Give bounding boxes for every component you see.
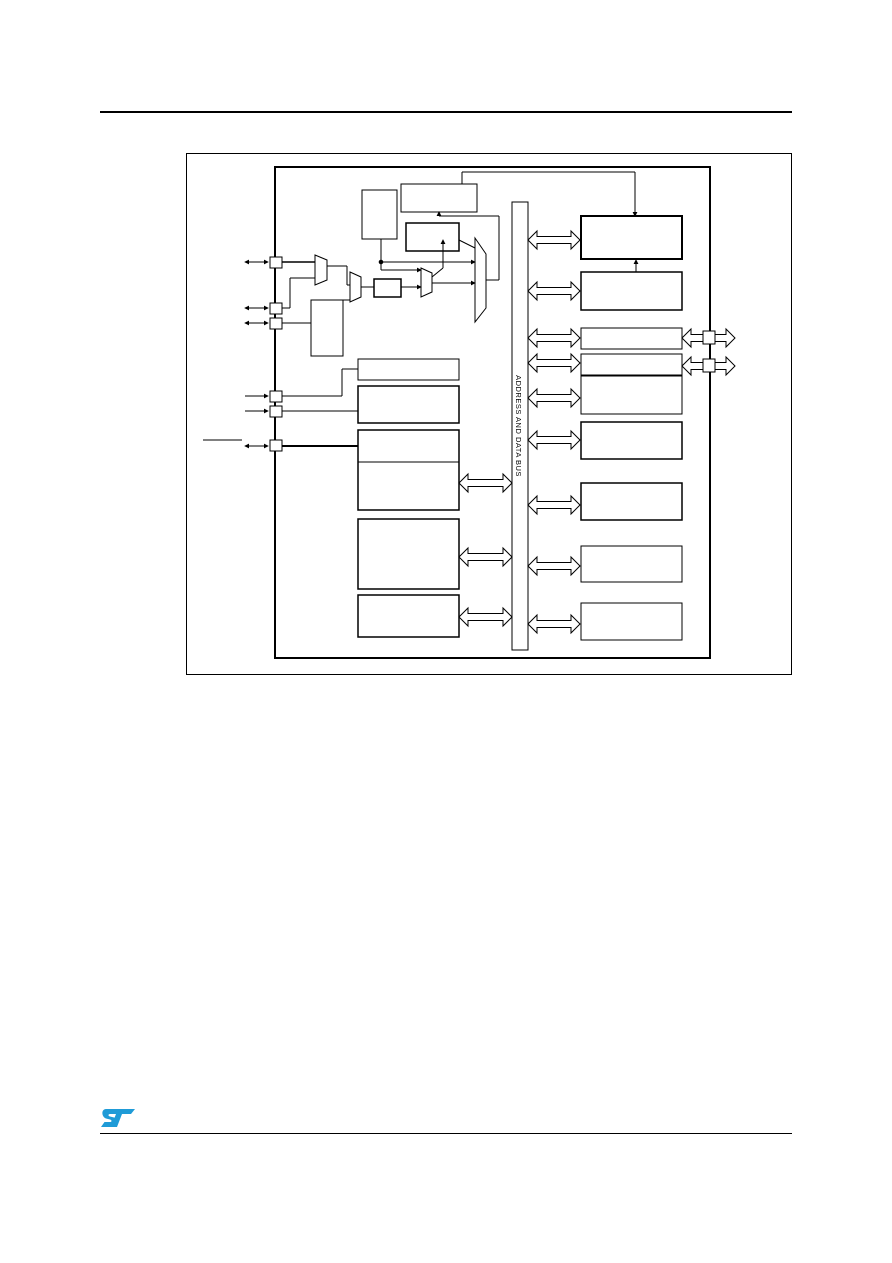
- block-l4: [357, 518, 460, 590]
- double-arrow-12: [458, 606, 513, 628]
- clock-wiring: [282, 171, 639, 324]
- pin-port-b: [702, 358, 716, 373]
- address-data-bus: [511, 201, 529, 651]
- block-r6: [580, 421, 683, 460]
- double-arrow-3: [527, 327, 581, 349]
- double-arrow-10: [458, 472, 513, 494]
- double-arrow-11: [458, 546, 513, 568]
- block-small-register: [373, 278, 402, 298]
- mux-main: [474, 236, 487, 324]
- double-arrow-1: [527, 229, 581, 251]
- double-arrow-9: [527, 613, 581, 635]
- double-arrow-6: [527, 429, 581, 451]
- double-arrow-2: [527, 280, 581, 302]
- block-r9: [580, 602, 683, 641]
- header-rule: [100, 111, 792, 113]
- pin-port-a: [702, 330, 716, 345]
- block-l5: [357, 594, 460, 638]
- pin-power: [269, 439, 283, 452]
- left-pins: [203, 256, 283, 452]
- device-outline: [274, 166, 711, 659]
- block-upper-middle: [405, 222, 460, 252]
- mux-2: [349, 271, 362, 303]
- block-l2: [357, 385, 460, 424]
- block-r3: [580, 327, 683, 350]
- pin-reset-1: [269, 390, 283, 403]
- footer-rule: [100, 1133, 792, 1134]
- block-r7: [580, 482, 683, 521]
- pin-osc-1: [269, 256, 283, 269]
- double-arrow-4: [527, 352, 581, 374]
- st-logo-icon: [101, 1109, 135, 1127]
- pin-reset-2: [269, 405, 283, 418]
- pin-osc-2: [269, 302, 283, 315]
- double-arrow-7: [527, 494, 581, 516]
- block-r5: [580, 375, 683, 415]
- block-l3: [357, 429, 460, 511]
- block-l1: [357, 358, 460, 381]
- block-r4: [580, 353, 683, 376]
- block-oscillator: [310, 299, 344, 357]
- mux-3: [420, 267, 433, 298]
- block-r2: [580, 271, 683, 311]
- double-arrow-5: [527, 387, 581, 409]
- block-top-left: [361, 189, 398, 240]
- bus-label: ADDRESS AND DATA BUS: [514, 375, 523, 477]
- block-r8: [580, 545, 683, 583]
- bus-arrows: [458, 229, 736, 635]
- right-blocks: [580, 215, 683, 641]
- right-pins: [702, 330, 716, 373]
- block-top-center: [400, 183, 478, 213]
- double-arrow-8: [527, 555, 581, 577]
- figure-frame: [186, 153, 792, 675]
- pin-osc-3: [269, 317, 283, 330]
- left-blocks: [282, 358, 460, 638]
- block-r1: [580, 215, 683, 260]
- mux-1: [314, 254, 328, 286]
